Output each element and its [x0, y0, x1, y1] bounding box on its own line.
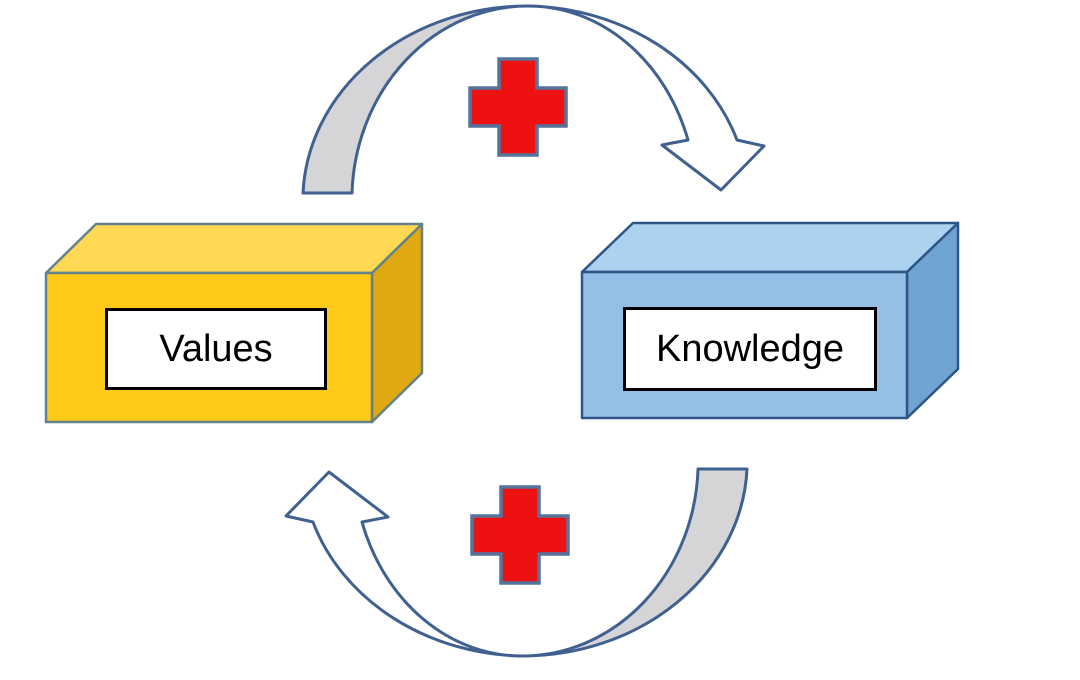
curved-arrow-head-right-down — [526, 4, 766, 192]
values-label: Values — [105, 308, 327, 390]
values-box-top-face — [44, 222, 424, 275]
connector-values-to-knowledge — [301, 4, 766, 195]
values-label-text: Values — [159, 328, 273, 370]
plus-icon-bottom — [470, 485, 570, 585]
plus-icon-top — [468, 57, 568, 157]
knowledge-label-text: Knowledge — [655, 328, 845, 370]
curved-arrow-head-left-up — [284, 470, 524, 658]
connector-knowledge-to-values — [284, 467, 749, 658]
curved-arrow-tail — [520, 467, 749, 658]
knowledge-label: Knowledge — [623, 307, 877, 391]
knowledge-box-top-face — [580, 221, 960, 274]
